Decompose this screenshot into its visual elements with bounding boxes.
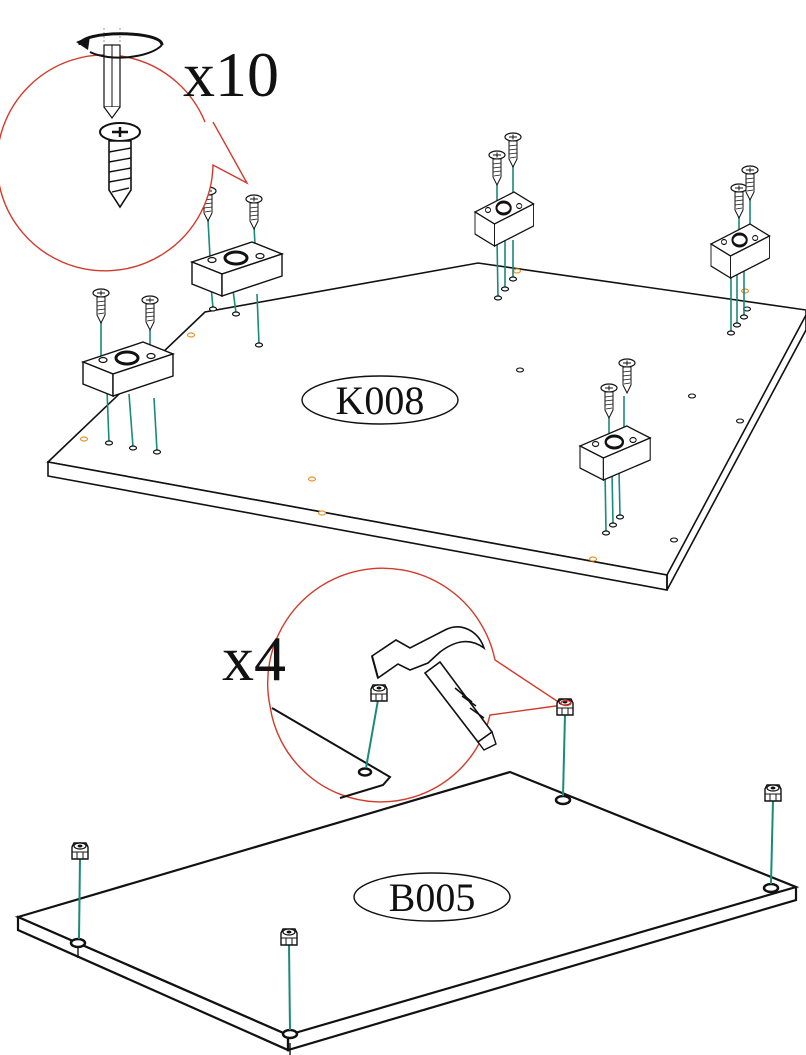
part-label-oval — [301, 375, 459, 425]
wood-block-icon — [709, 222, 771, 280]
guide-lines-bottom — [78, 699, 774, 1031]
cam-fitting-icon — [764, 784, 782, 802]
cam-fitting-icon — [370, 684, 388, 702]
wood-block-icon — [190, 240, 284, 298]
part-label-k008: K008 — [336, 378, 425, 423]
screw-icon — [730, 183, 748, 219]
cam-fitting-icon — [71, 842, 89, 860]
screw-count-label: x10 — [183, 39, 279, 110]
screwdriver-icon — [76, 28, 164, 120]
cam-fitting-icon — [280, 928, 298, 946]
screw-icon — [488, 150, 506, 186]
cam-callout — [267, 567, 565, 803]
part-label-b005: B005 — [389, 875, 476, 920]
panel-holes — [104, 276, 749, 536]
hammer-icon — [371, 626, 497, 751]
screw-callout — [0, 28, 249, 272]
cam-count-label: x4 — [222, 623, 286, 694]
panel-k008 — [46, 262, 806, 591]
screw-icon — [92, 288, 110, 324]
part-label-oval — [353, 872, 511, 922]
wood-block-icon — [473, 190, 535, 248]
screw-icon — [141, 295, 159, 331]
screw-icon — [245, 194, 263, 230]
screw-icon — [99, 122, 141, 209]
screw-icon — [504, 132, 522, 168]
screw-icon — [741, 165, 759, 201]
